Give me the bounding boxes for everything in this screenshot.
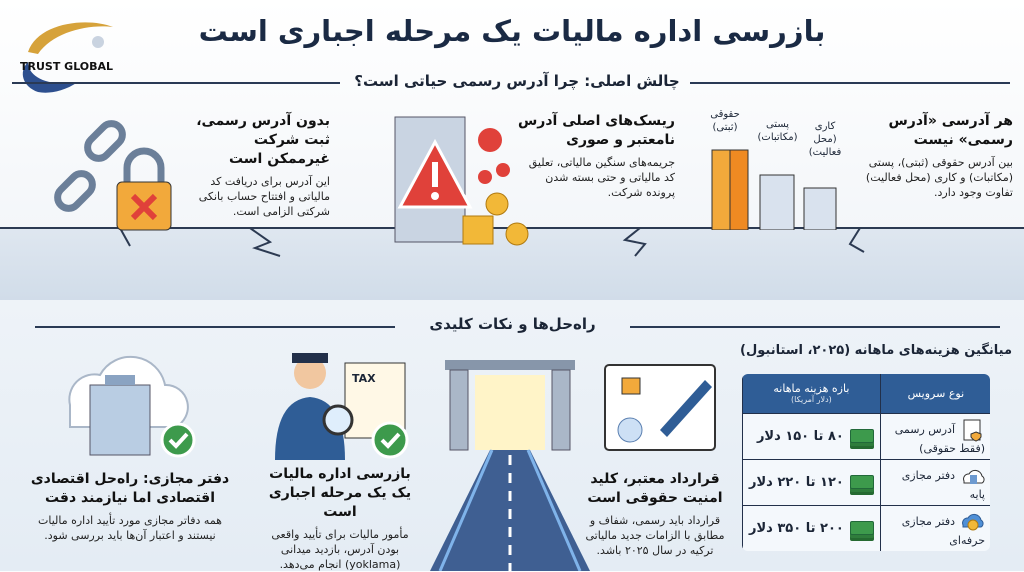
tax-inspector-icon <box>275 353 409 460</box>
challenge-body: جریمه‌های سنگین مالیاتی، تعلیق کد مالیات… <box>528 156 675 199</box>
challenge-body: بین آدرس حقوقی (ثبتی)، پستی (مکاتبات) و … <box>865 156 1013 199</box>
subtitle: چالش اصلی: چرا آدرس رسمی حیاتی است؟ <box>354 72 680 90</box>
contract-pen-icon <box>604 364 716 451</box>
divider <box>12 82 340 84</box>
logo-swoosh-icon <box>22 22 113 93</box>
service-cell: دفتر مجازی حرفه‌ای <box>879 504 990 551</box>
challenge-heading: هر آدرسی «آدرس رسمی» نیست <box>888 113 1013 148</box>
divider <box>35 326 395 328</box>
challenge-address-types: هر آدرسی «آدرس رسمی» نیست بین آدرس حقوقی… <box>835 112 1013 200</box>
solution-body: قرارداد باید رسمی، شفاف و مطابق با الزام… <box>585 514 725 557</box>
cost-value: ۱۲۰ تا ۲۲۰ دلار <box>749 474 844 490</box>
solution-inspection: بازرسی اداره مالیات یک یک مرحله اجباری ا… <box>260 465 420 572</box>
header-range-label: بازه هزینه ماهانه <box>773 382 850 396</box>
divider <box>690 82 1010 84</box>
document-shield-icon <box>961 418 985 442</box>
solution-heading: بازرسی اداره مالیات یک یک مرحله اجباری ا… <box>268 466 412 520</box>
table-header-row: نوع سرویس بازه هزینه ماهانه(دلار آمریکا) <box>742 373 990 414</box>
cloud-award-icon <box>961 510 985 534</box>
money-stack-icon <box>849 475 874 489</box>
money-stack-icon <box>849 429 874 443</box>
bar-label-work: کاری (محل فعالیت) <box>808 121 842 158</box>
gateway-road-icon <box>430 360 590 571</box>
bar-label-postal: پستی (مکاتبات) <box>757 119 798 143</box>
solution-contract: قرارداد معتبر، کلید امنیت حقوقی است قرار… <box>575 470 735 558</box>
cloud-building-icon <box>961 464 985 488</box>
page-title: بازرسی اداره مالیات یک مرحله اجباری است <box>198 14 826 48</box>
cloud-office-icon <box>68 355 196 458</box>
tax-label: TAX <box>352 372 376 385</box>
logo-text: TRUST GLOBAL <box>20 60 114 73</box>
table-row: دفتر مجازی پایه ۱۲۰ تا ۲۲۰ دلار <box>742 458 990 506</box>
cost-value: ۸۰ تا ۱۵۰ دلار <box>756 428 844 444</box>
solution-virtual-office: دفتر مجازی: راه‌حل اقتصادی اقتصادی اما ن… <box>30 470 230 543</box>
cost-table-title: میانگین هزینه‌های ماهانه (۲۰۲۵، استانبول… <box>740 343 1012 358</box>
money-stack-icon <box>849 521 874 535</box>
solutions-heading: راه‌حل‌ها و نکات کلیدی <box>429 315 596 333</box>
service-cell: آدرس رسمی (فقط حقوقی) <box>879 412 990 460</box>
service-name: دفتر مجازی پایه <box>901 468 985 501</box>
table-row: آدرس رسمی (فقط حقوقی) ۸۰ تا ۱۵۰ دلار <box>742 412 990 460</box>
bar-label-legal: حقوقی (ثبتی) <box>710 109 740 133</box>
cost-cell: ۸۰ تا ۱۵۰ دلار <box>742 412 881 460</box>
challenge-registration: بدون آدرس رسمی، ثبت شرکت غیرممکن است این… <box>190 112 330 219</box>
solution-body: مأمور مالیات برای تأیید واقعی بودن آدرس،… <box>271 528 409 571</box>
cost-cell: ۱۲۰ تا ۲۲۰ دلار <box>742 458 881 506</box>
solution-heading: دفتر مجازی: راه‌حل اقتصادی اقتصادی اما ن… <box>30 471 230 506</box>
broken-chain-lock-icon <box>54 120 172 231</box>
challenge-body: این آدرس برای دریافت کد مالیاتی و افتتاح… <box>198 175 330 218</box>
cost-value: ۲۰۰ تا ۳۵۰ دلار <box>749 520 844 536</box>
solution-heading: قرارداد معتبر، کلید امنیت حقوقی است <box>587 471 723 506</box>
service-name: دفتر مجازی حرفه‌ای <box>901 514 985 547</box>
challenge-heading: ریسک‌های اصلی آدرس نامعتبر و صوری <box>517 113 675 148</box>
cost-table: نوع سرویس بازه هزینه ماهانه(دلار آمریکا)… <box>740 372 992 553</box>
header-service: نوع سرویس <box>879 373 990 414</box>
header-range-unit: (دلار آمریکا) <box>791 395 832 405</box>
service-cell: دفتر مجازی پایه <box>879 458 990 506</box>
table-row: دفتر مجازی حرفه‌ای ۲۰۰ تا ۳۵۰ دلار <box>742 504 990 551</box>
trust-global-logo: TRUST GLOBAL <box>8 12 118 97</box>
header-range: بازه هزینه ماهانه(دلار آمریکا) <box>742 373 881 414</box>
cost-cell: ۲۰۰ تا ۳۵۰ دلار <box>742 504 881 551</box>
challenge-risks: ریسک‌های اصلی آدرس نامعتبر و صوری جریمه‌… <box>515 112 675 200</box>
address-type-bars <box>711 149 837 230</box>
challenge-heading: بدون آدرس رسمی، ثبت شرکت غیرممکن است <box>196 113 330 167</box>
service-name: آدرس رسمی (فقط حقوقی) <box>894 422 985 455</box>
divider <box>630 326 1000 328</box>
solution-body: همه دفاتر مجازی مورد تأیید اداره مالیات … <box>37 514 222 542</box>
warning-building-icon <box>394 116 529 246</box>
